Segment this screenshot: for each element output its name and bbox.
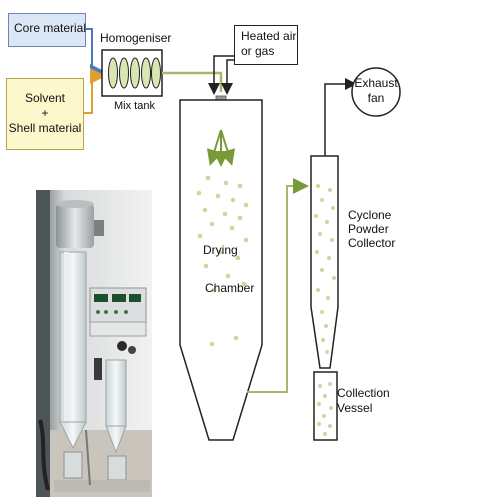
cyclone-label: Cyclone <box>348 208 392 222</box>
heated-air-line-2 <box>221 59 234 95</box>
fan-label: fan <box>367 91 385 105</box>
collector-label: Collector <box>348 236 396 250</box>
cyclone-powder <box>314 184 336 354</box>
feed-to-nozzle-line <box>162 71 223 92</box>
chamber-label: Chamber <box>205 281 255 295</box>
drying-label: Drying <box>203 243 238 257</box>
collection-vessel-outline <box>313 371 338 441</box>
cyclone-to-exhaust-line <box>324 78 357 156</box>
shell-material-label: Shell material <box>8 121 82 135</box>
spray-dryer-photo-illustration <box>36 190 152 497</box>
core-material-label: Core material <box>14 21 87 35</box>
core-material-box <box>8 13 86 47</box>
mix-tank-label: Mix tank <box>114 100 155 112</box>
solvent-shell-box <box>6 78 84 150</box>
vessel-label: Vessel <box>337 401 373 415</box>
or-gas-label: or gas <box>241 44 275 58</box>
exhaust-label: Exhaust <box>354 76 398 90</box>
spray-dryer-photo <box>36 190 152 497</box>
chamber-to-cyclone-duct <box>247 178 309 393</box>
collection-label: Collection <box>337 386 390 400</box>
heated-air-label: Heated air <box>241 29 297 43</box>
solvent-label: Solvent <box>24 91 66 105</box>
exhaust-fan-circle <box>351 67 401 117</box>
heated-air-box <box>234 25 298 65</box>
homogeniser-rotors <box>108 57 161 89</box>
spray-arrows <box>206 129 236 167</box>
collected-powder <box>317 382 333 436</box>
solvent-feed-line <box>82 68 106 114</box>
heated-air-line <box>208 55 234 95</box>
cyclone-outline <box>310 155 339 369</box>
powder-label: Powder <box>348 222 389 236</box>
chamber-droplets <box>196 175 249 347</box>
plus-label: + <box>41 106 49 120</box>
homogeniser-label: Homogeniser <box>100 31 172 45</box>
